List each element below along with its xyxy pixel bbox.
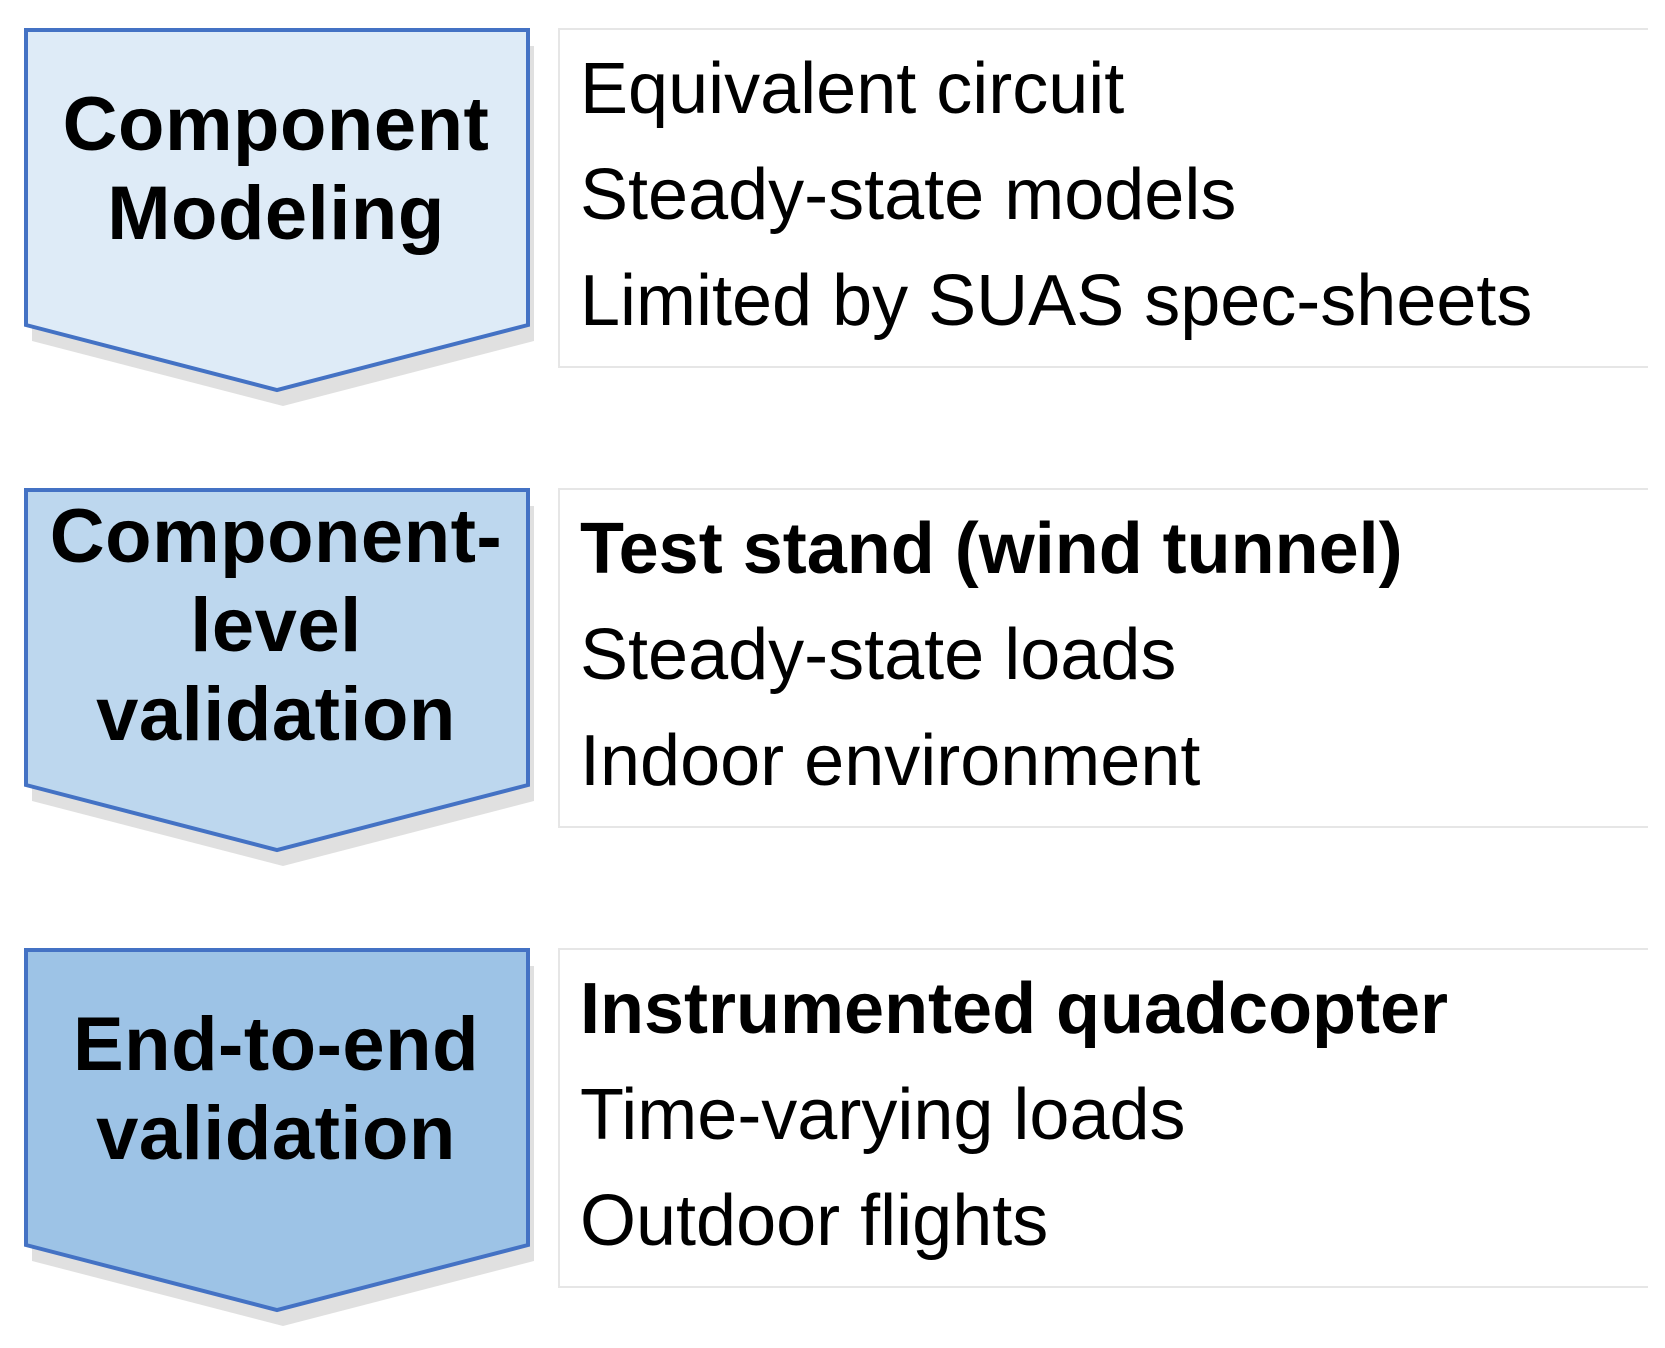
detail-box: Instrumented quadcopter Time-varying loa… <box>558 948 1648 1288</box>
detail-list: Test stand (wind tunnel) Steady-state lo… <box>580 496 1403 814</box>
detail-box: Equivalent circuit Steady-state models L… <box>558 28 1648 368</box>
chevron-polygon <box>24 28 530 393</box>
detail-item: Instrumented quadcopter <box>580 969 1449 1049</box>
detail-list: Instrumented quadcopter Time-varying loa… <box>580 956 1448 1274</box>
detail-item: Time-varying loads <box>580 1075 1186 1155</box>
chevron-shape <box>24 948 534 1326</box>
chevron-shape <box>24 488 534 866</box>
chevron-component-level-validation <box>16 488 536 868</box>
step-label: End-to-end validation <box>16 1000 536 1178</box>
detail-item: Equivalent circuit <box>580 49 1125 129</box>
chevron-end-to-end-validation <box>16 948 536 1328</box>
detail-list: Equivalent circuit Steady-state models L… <box>580 36 1532 354</box>
detail-item: Steady-state models <box>580 155 1237 235</box>
detail-item: Test stand (wind tunnel) <box>580 509 1403 589</box>
step-label-line: Component- <box>49 494 503 579</box>
chevron-shape <box>24 28 534 406</box>
chevron-polygon <box>24 488 530 853</box>
detail-item: Outdoor flights <box>580 1181 1049 1261</box>
step-label-line: End-to-end <box>72 1002 479 1087</box>
step-label-line: level <box>190 583 362 668</box>
step-label: Component- level validation <box>16 492 536 759</box>
detail-item: Limited by SUAS spec-sheets <box>580 261 1533 341</box>
step-row-component-modeling: Component Modeling Equivalent circuit St… <box>0 28 1665 428</box>
step-label-line: Modeling <box>107 171 445 256</box>
step-row-component-level-validation: Component- level validation Test stand (… <box>0 488 1665 888</box>
chevron-component-modeling <box>16 28 536 408</box>
step-label: Component Modeling <box>16 80 536 258</box>
chevron-polygon <box>24 948 530 1313</box>
detail-box: Test stand (wind tunnel) Steady-state lo… <box>558 488 1648 828</box>
detail-item: Indoor environment <box>580 721 1201 801</box>
step-label-line: validation <box>96 672 456 757</box>
step-row-end-to-end-validation: End-to-end validation Instrumented quadc… <box>0 948 1665 1348</box>
detail-item: Steady-state loads <box>580 615 1177 695</box>
step-label-line: Component <box>62 82 490 167</box>
step-label-line: validation <box>96 1091 456 1176</box>
